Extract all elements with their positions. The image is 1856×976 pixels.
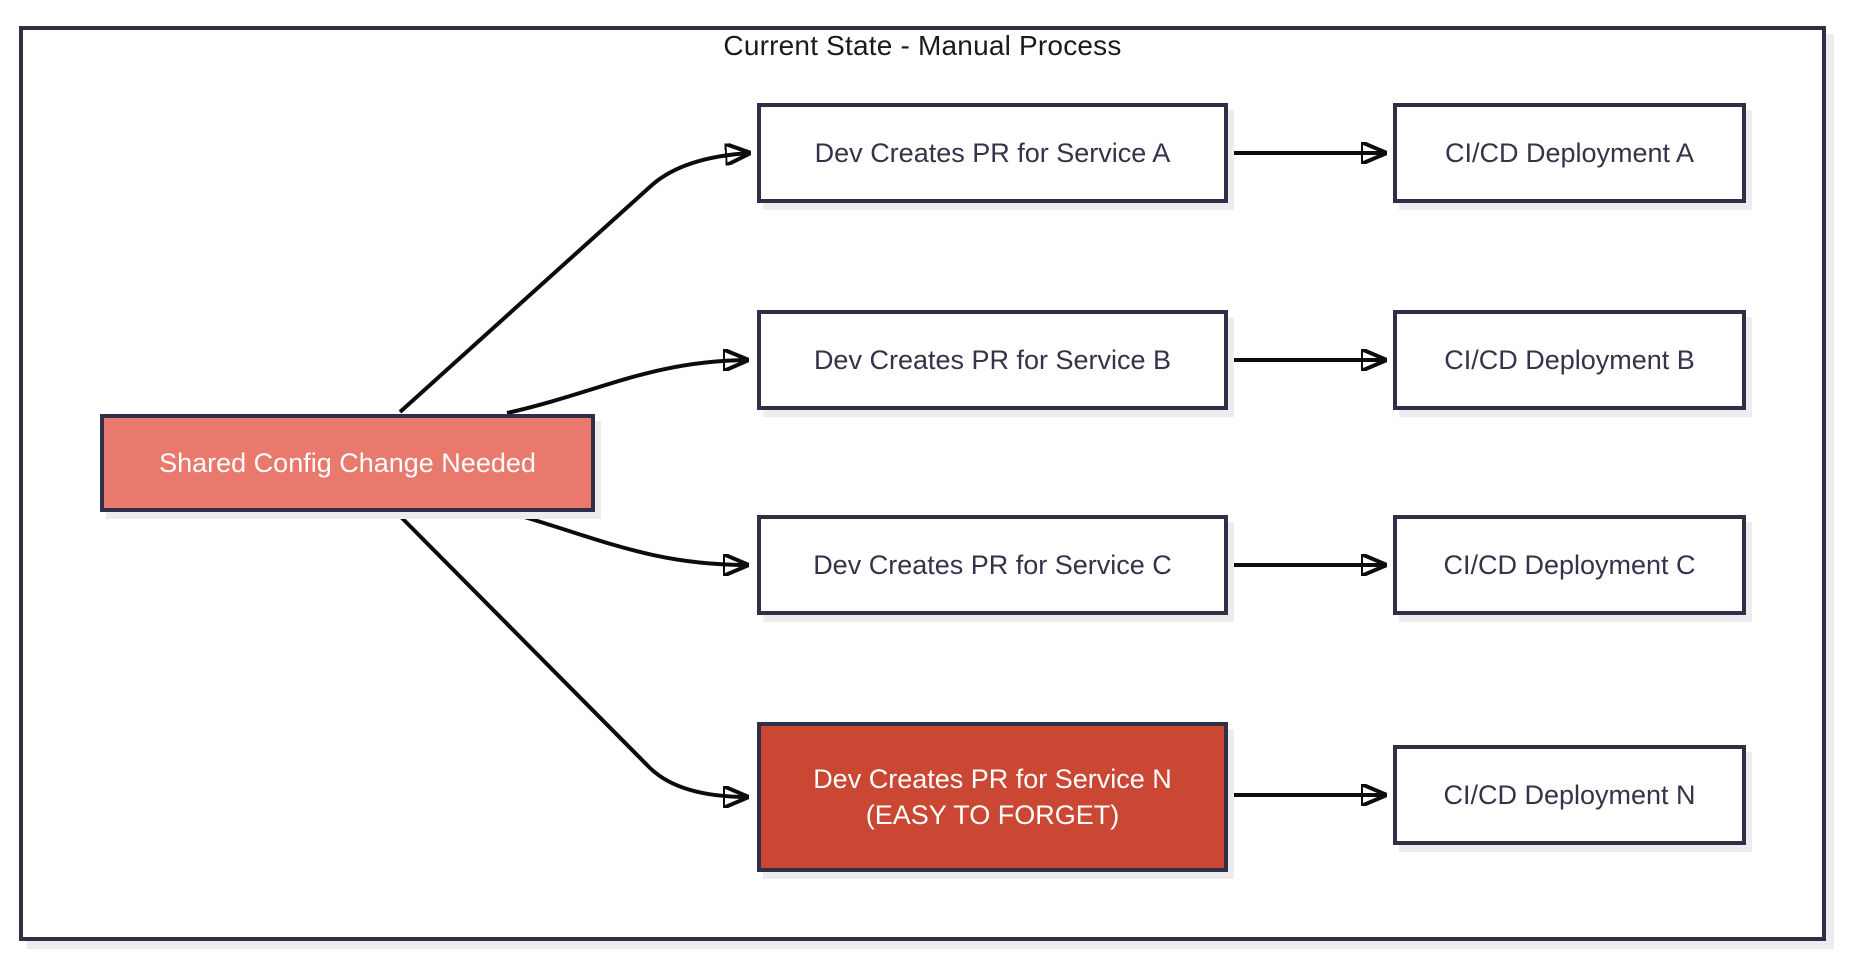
- node-pr-service-a-label: Dev Creates PR for Service A: [814, 137, 1171, 168]
- node-shared-config-label: Shared Config Change Needed: [159, 447, 536, 478]
- node-pr-service-c: Dev Creates PR for Service C: [757, 515, 1228, 615]
- node-pr-service-b: Dev Creates PR for Service B: [757, 310, 1228, 410]
- node-deploy-c-label: CI/CD Deployment C: [1443, 549, 1696, 580]
- node-pr-service-n-highlighted: Dev Creates PR for Service N (EASY TO FO…: [757, 722, 1228, 872]
- node-deploy-b-label: CI/CD Deployment B: [1444, 344, 1695, 375]
- node-shared-config-change: Shared Config Change Needed: [100, 414, 595, 512]
- node-pr-service-a: Dev Creates PR for Service A: [757, 103, 1228, 203]
- node-pr-service-b-label: Dev Creates PR for Service B: [813, 344, 1172, 375]
- node-deploy-n-label: CI/CD Deployment N: [1443, 779, 1696, 810]
- diagram-title: Current State - Manual Process: [723, 30, 1122, 61]
- node-pr-service-n-sublabel: (EASY TO FORGET): [865, 800, 1120, 830]
- node-deploy-c: CI/CD Deployment C: [1393, 515, 1746, 615]
- node-deploy-b: CI/CD Deployment B: [1393, 310, 1746, 410]
- node-deploy-a-label: CI/CD Deployment A: [1444, 137, 1695, 168]
- node-deploy-n: CI/CD Deployment N: [1393, 745, 1746, 845]
- node-deploy-a: CI/CD Deployment A: [1393, 103, 1746, 203]
- node-pr-service-n-label: Dev Creates PR for Service N: [813, 763, 1172, 794]
- node-pr-service-c-label: Dev Creates PR for Service C: [813, 549, 1172, 580]
